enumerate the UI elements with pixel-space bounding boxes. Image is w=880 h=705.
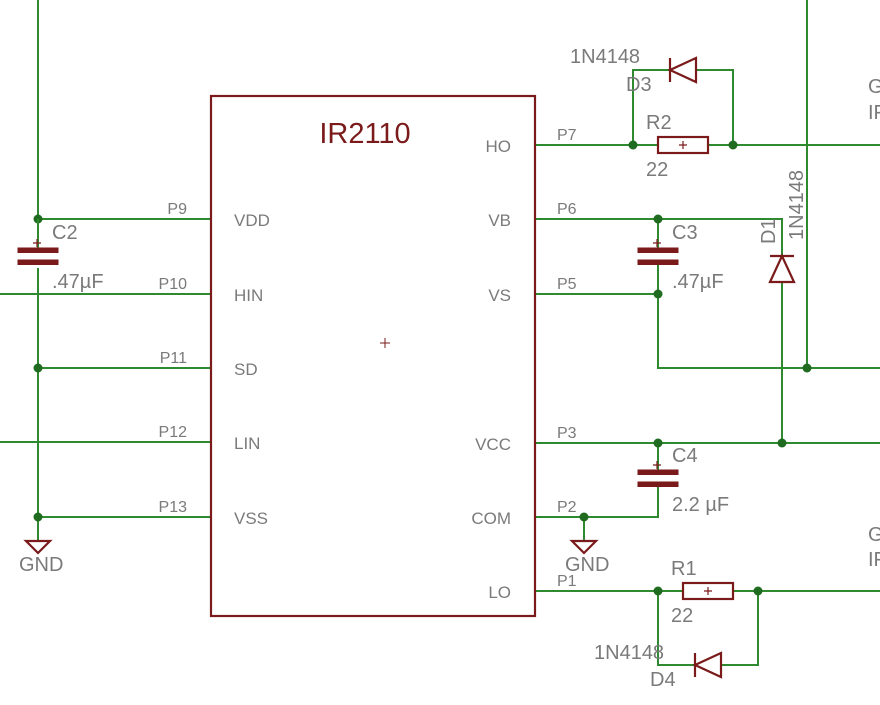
d3-triangle [667,56,698,84]
junction-dot [579,512,589,522]
pin-num-p6: P6 [557,201,577,218]
c3-name: C3 [672,222,698,244]
pin-label-ho: HO [486,137,512,156]
wires [0,0,880,666]
c4-plate-top [637,469,679,475]
pin-label-com: COM [471,509,511,528]
edge-label-top-b: IF [868,102,880,124]
pin-num-p12: P12 [159,424,188,441]
d4-part: 1N4148 [594,642,664,664]
ground-right-symbol [569,539,599,555]
capacitor-c2: C2 .47µF [17,219,104,293]
r1-name: R1 [671,558,697,580]
c2-plate-top [17,247,59,253]
c4-plus-mark [653,461,661,469]
c3-value: .47µF [672,271,724,293]
junction-dot [33,363,43,373]
pin-num-p13: P13 [159,499,188,516]
pin-label-lo: LO [488,583,511,602]
d4-triangle [692,651,723,679]
d1-name: D1 [758,218,780,244]
ground-right-label: GND [565,554,609,576]
junctions [33,140,812,596]
junction-dot [802,363,812,373]
r1-plus-mark [704,587,712,595]
r2-plus-mark [679,141,687,149]
c3-plate-top [637,247,679,253]
junction-dot [653,438,663,448]
pin-num-p11: P11 [160,350,187,367]
r2-value: 22 [646,159,668,181]
pin-num-p9: P9 [167,201,187,218]
pin-label-vs: VS [488,286,511,305]
edge-label-bottom-b: IF [868,549,880,571]
junction-dot [753,586,763,596]
c4-name: C4 [672,445,698,467]
edge-labels: G IF G IF [868,76,880,571]
capacitor-c3: C3 .47µF [637,222,724,293]
diode-d4: 1N4148 D4 [594,642,723,691]
capacitor-c4: C4 2.2 µF [637,445,729,516]
pin-num-p2: P2 [557,499,577,516]
pin-label-vdd: VDD [234,211,270,230]
pin-num-p5: P5 [557,276,577,293]
ground-right: GND [565,539,609,576]
d3-name: D3 [626,74,652,96]
ic-origin-cross [380,338,390,348]
pin-label-lin: LIN [234,434,260,453]
junction-dot [628,140,638,150]
junction-dot [777,438,787,448]
c4-value: 2.2 µF [672,494,729,516]
resistor-r1: R1 22 [671,558,735,627]
ground-left-symbol [23,539,53,555]
r1-value: 22 [671,605,693,627]
c4-plate-bottom [637,481,679,487]
ic-ir2110: IR2110 P9 VDD P10 HIN P11 SD P12 LIN P13… [159,94,577,618]
c2-plate-bottom [17,259,59,265]
wire-d3-loop [632,69,734,145]
wire-vb [535,218,783,256]
pin-label-vcc: VCC [475,435,511,454]
diode-d3: 1N4148 D3 [570,46,698,96]
pin-num-p1: P1 [557,573,577,590]
c3-plate-bottom [637,259,679,265]
pin-label-vss: VSS [234,509,268,528]
wire-d4-loop [657,591,759,666]
d1-triangle [768,253,796,284]
resistor-r2: R2 22 [646,112,710,181]
r2-name: R2 [646,112,672,134]
pin-label-sd: SD [234,360,258,379]
d3-part: 1N4148 [570,46,640,68]
diode-d1: D1 1N4148 [758,170,808,284]
ground-left-label: GND [19,554,63,576]
ground-left: GND [19,539,63,576]
junction-dot [653,586,663,596]
pin-num-p7: P7 [557,127,577,144]
r2-body [656,135,710,155]
pin-label-hin: HIN [234,286,263,305]
ic-body [209,94,537,618]
pin-label-vb: VB [488,211,511,230]
c2-value: .47µF [52,271,104,293]
junction-dot [653,289,663,299]
r1-body [681,581,735,601]
edge-label-top-a: G [868,76,880,98]
wire-com [535,516,585,541]
pin-num-p3: P3 [557,425,577,442]
junction-dot [653,214,663,224]
pin-num-p10: P10 [159,276,188,293]
wire-c4-bottom [584,486,659,518]
junction-dot [33,512,43,522]
d4-name: D4 [650,669,676,691]
junction-dot [728,140,738,150]
c2-plus-mark [33,239,41,247]
edge-label-bottom-a: G [868,524,880,546]
c3-plus-mark [653,239,661,247]
ic-name: IR2110 [319,118,410,150]
c2-name: C2 [52,222,78,244]
d1-part: 1N4148 [786,170,808,240]
